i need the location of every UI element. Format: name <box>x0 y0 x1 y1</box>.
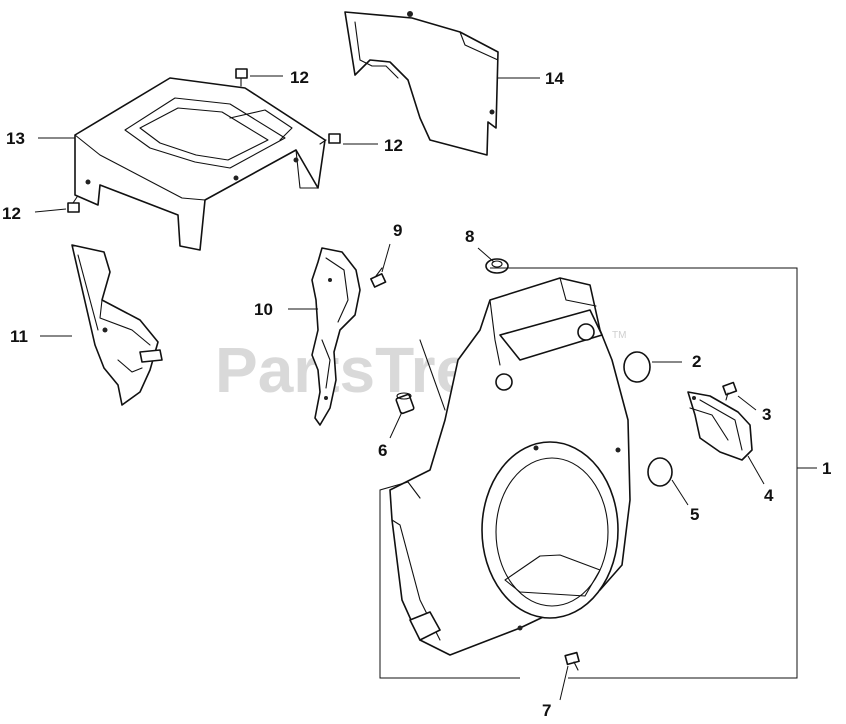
callout-7: 7 <box>542 701 551 720</box>
part-9-screw[interactable] <box>370 267 387 288</box>
callout-14: 14 <box>545 69 564 88</box>
part-12-screw-left[interactable] <box>67 196 80 213</box>
callout-3: 3 <box>762 405 771 424</box>
callout-13: 13 <box>6 129 25 148</box>
leader-lines <box>34 75 765 701</box>
callout-8: 8 <box>465 227 474 246</box>
assembly-bracket <box>379 267 817 679</box>
callout-1: 1 <box>822 459 831 478</box>
part-5-plug[interactable] <box>647 457 673 487</box>
callout-12-upper: 12 <box>290 68 309 87</box>
part-10-vertical-bracket[interactable] <box>311 247 361 426</box>
callout-4: 4 <box>764 486 774 505</box>
callout-2: 2 <box>692 352 701 371</box>
callout-6: 6 <box>378 441 387 460</box>
part-11-side-bracket[interactable] <box>71 244 163 406</box>
part-12-screw-upper[interactable] <box>235 68 248 87</box>
part-13-upper-shroud[interactable] <box>74 77 326 251</box>
part-1-blower-housing[interactable] <box>379 277 631 656</box>
part-7-screw[interactable] <box>564 651 580 671</box>
watermark-trademark: TM <box>612 330 626 341</box>
callout-12-right: 12 <box>384 136 403 155</box>
callout-9: 9 <box>393 221 402 240</box>
callout-11: 11 <box>10 327 28 346</box>
callout-10: 10 <box>254 300 273 319</box>
part-3-screw[interactable] <box>722 381 738 401</box>
part-4-side-guard[interactable] <box>687 391 753 461</box>
part-2-plug[interactable] <box>623 351 651 383</box>
callout-12-left: 12 <box>2 204 21 223</box>
part-12-screw-right[interactable] <box>319 133 341 145</box>
part-14-baffle-plate[interactable] <box>344 11 499 156</box>
part-8-grommet[interactable] <box>485 258 509 274</box>
callout-5: 5 <box>690 505 699 524</box>
part-6-spacer[interactable] <box>395 392 415 415</box>
